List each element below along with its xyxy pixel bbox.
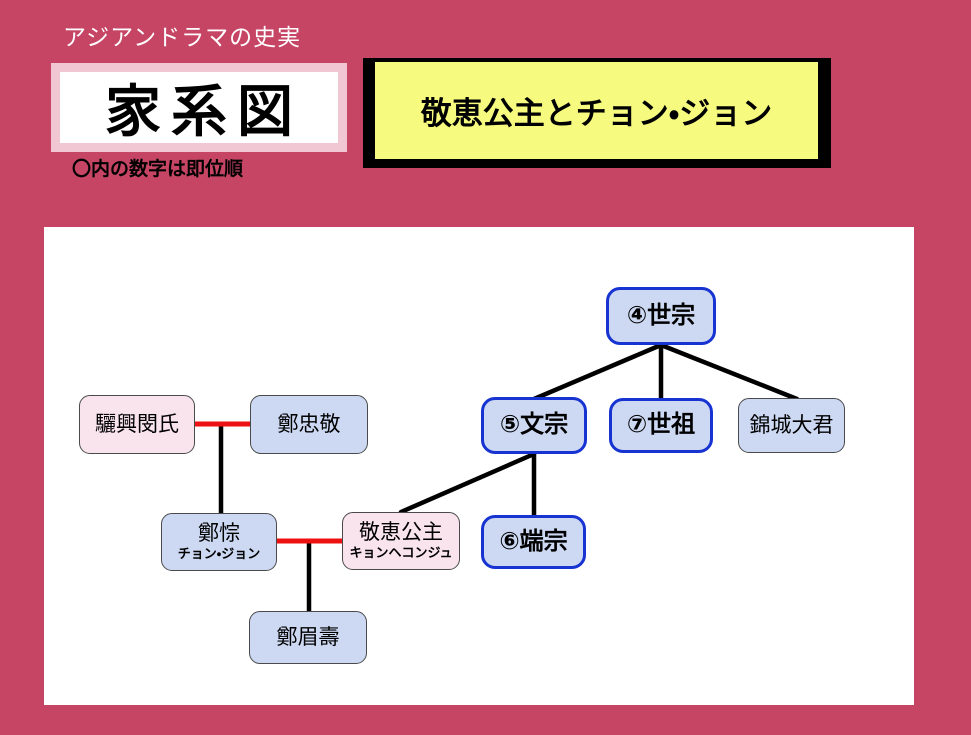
tree-lines — [195, 342, 800, 612]
node-geumseong: 錦城大君 — [738, 398, 845, 453]
node-subtitle: チョン・ジョン — [177, 545, 261, 561]
node-jeong-jong: 鄭悰 チョン・ジョン — [161, 513, 277, 571]
node-label: 敬恵公主 — [359, 521, 443, 545]
node-sejong: ④世宗 — [606, 287, 716, 345]
node-munjong: ⑤文宗 — [481, 397, 587, 454]
node-label: 鄭悰 — [198, 522, 240, 546]
node-label: ④世宗 — [626, 301, 696, 329]
node-gyeonghye: 敬恵公主 キョンヘコンジュ — [342, 512, 460, 570]
node-jeong-chunggyeong: 鄭忠敬 — [250, 395, 368, 454]
node-label: 錦城大君 — [749, 413, 834, 437]
node-label: ⑤文宗 — [499, 411, 569, 439]
node-jeong-misu: 鄭眉壽 — [249, 611, 367, 664]
family-tree-canvas: ④世宗 驪興閔氏 鄭忠敬 ⑤文宗 ⑦世祖 錦城大君 鄭悰 チョン・ジョン 敬恵公… — [44, 227, 914, 705]
node-label: 驪興閔氏 — [95, 412, 179, 436]
node-label: 鄭眉壽 — [276, 625, 340, 649]
node-sejo: ⑦世祖 — [609, 398, 713, 453]
descent-line-munjong-gyeonghye — [398, 451, 537, 515]
descent-line-sejong-geumseong — [658, 342, 800, 402]
node-danjong: ⑥端宗 — [481, 515, 586, 569]
legend-note: 〇内の数字は即位順 — [72, 159, 244, 180]
banner-title: 敬恵公主とチョン・ジョン — [420, 96, 773, 131]
node-label: ⑥端宗 — [499, 527, 568, 555]
title-box: 家系図 — [51, 63, 347, 152]
banner-frame: 敬恵公主とチョン・ジョン — [363, 58, 831, 168]
banner: 敬恵公主とチョン・ジョン — [375, 62, 818, 159]
node-subtitle: キョンヘコンジュ — [349, 544, 453, 560]
node-yeoheung-min: 驪興閔氏 — [79, 395, 195, 454]
descent-line-sejong-munjong — [531, 342, 664, 402]
node-label: 鄭忠敬 — [277, 412, 341, 436]
drama-note: アジアンドラマの史実 — [63, 24, 302, 50]
page-title: 家系図 — [105, 80, 303, 143]
node-label: ⑦世祖 — [626, 411, 696, 439]
